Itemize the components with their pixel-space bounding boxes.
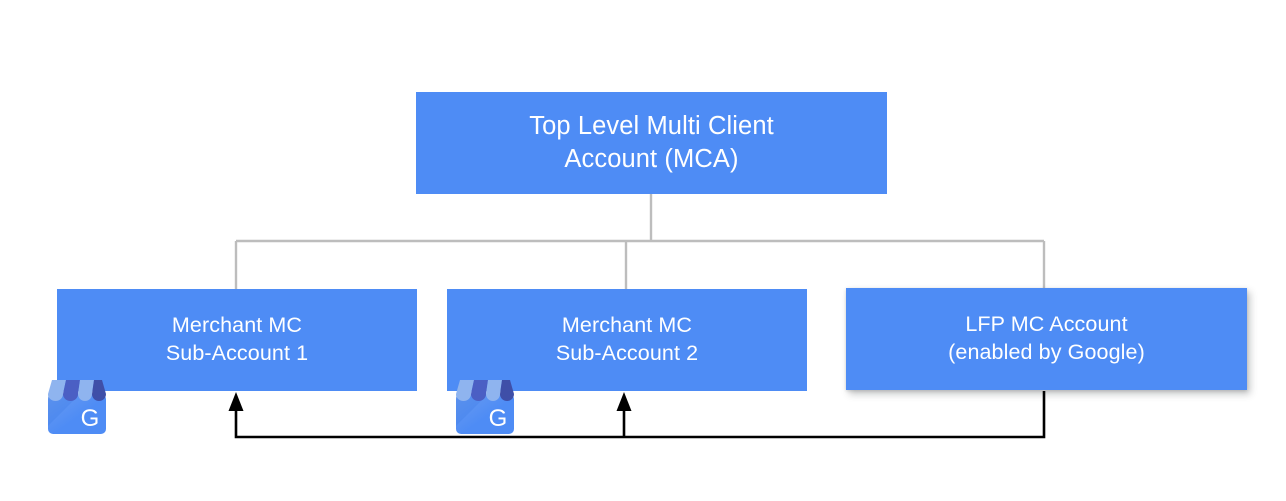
node-top-level-mca-label: Top Level Multi Client Account (MCA) (529, 112, 774, 173)
node-merchant-mc-sub-account-1-label: Merchant MC Sub-Account 1 (165, 313, 309, 365)
google-my-business-storefront-icon: G (456, 380, 514, 434)
awning-scallop-2 (63, 380, 80, 394)
awning-curve-3 (78, 394, 92, 401)
arrowhead-sub2 (616, 392, 632, 411)
storefront-body (48, 394, 106, 434)
google-my-business-storefront-icon: G (48, 380, 106, 434)
awning-scallop-2 (471, 380, 488, 394)
awning-scallop-3 (486, 380, 502, 394)
awning-curve-4 (92, 394, 106, 401)
storefront-body-shade (48, 394, 80, 426)
gmb-letter-g: G (489, 405, 508, 432)
node-lfp-mc-account-label: LFP MC Account (enabled by Google) (948, 312, 1145, 364)
node-top-level-mca[interactable]: Top Level Multi Client Account (MCA) (416, 92, 887, 194)
arrowhead-sub1 (228, 392, 244, 411)
gmb-letter-g: G (81, 405, 100, 432)
awning-scallop-1 (48, 380, 66, 394)
node-merchant-mc-sub-account-1[interactable]: Merchant MC Sub-Account 1 (57, 289, 417, 391)
awning-curve-1 (48, 394, 63, 401)
node-merchant-mc-sub-account-2[interactable]: Merchant MC Sub-Account 2 (447, 289, 807, 391)
awning-scallop-3 (78, 380, 94, 394)
node-merchant-mc-sub-account-2-label: Merchant MC Sub-Account 2 (555, 313, 699, 365)
feed-path-lfp-to-subs (234, 391, 1046, 439)
awning-scallop-1 (456, 380, 474, 394)
awning-curve-2 (63, 394, 78, 401)
awning-scallop-4 (92, 380, 106, 394)
awning-scallop-4 (500, 380, 514, 394)
node-lfp-mc-account[interactable]: LFP MC Account (enabled by Google) (846, 288, 1247, 390)
